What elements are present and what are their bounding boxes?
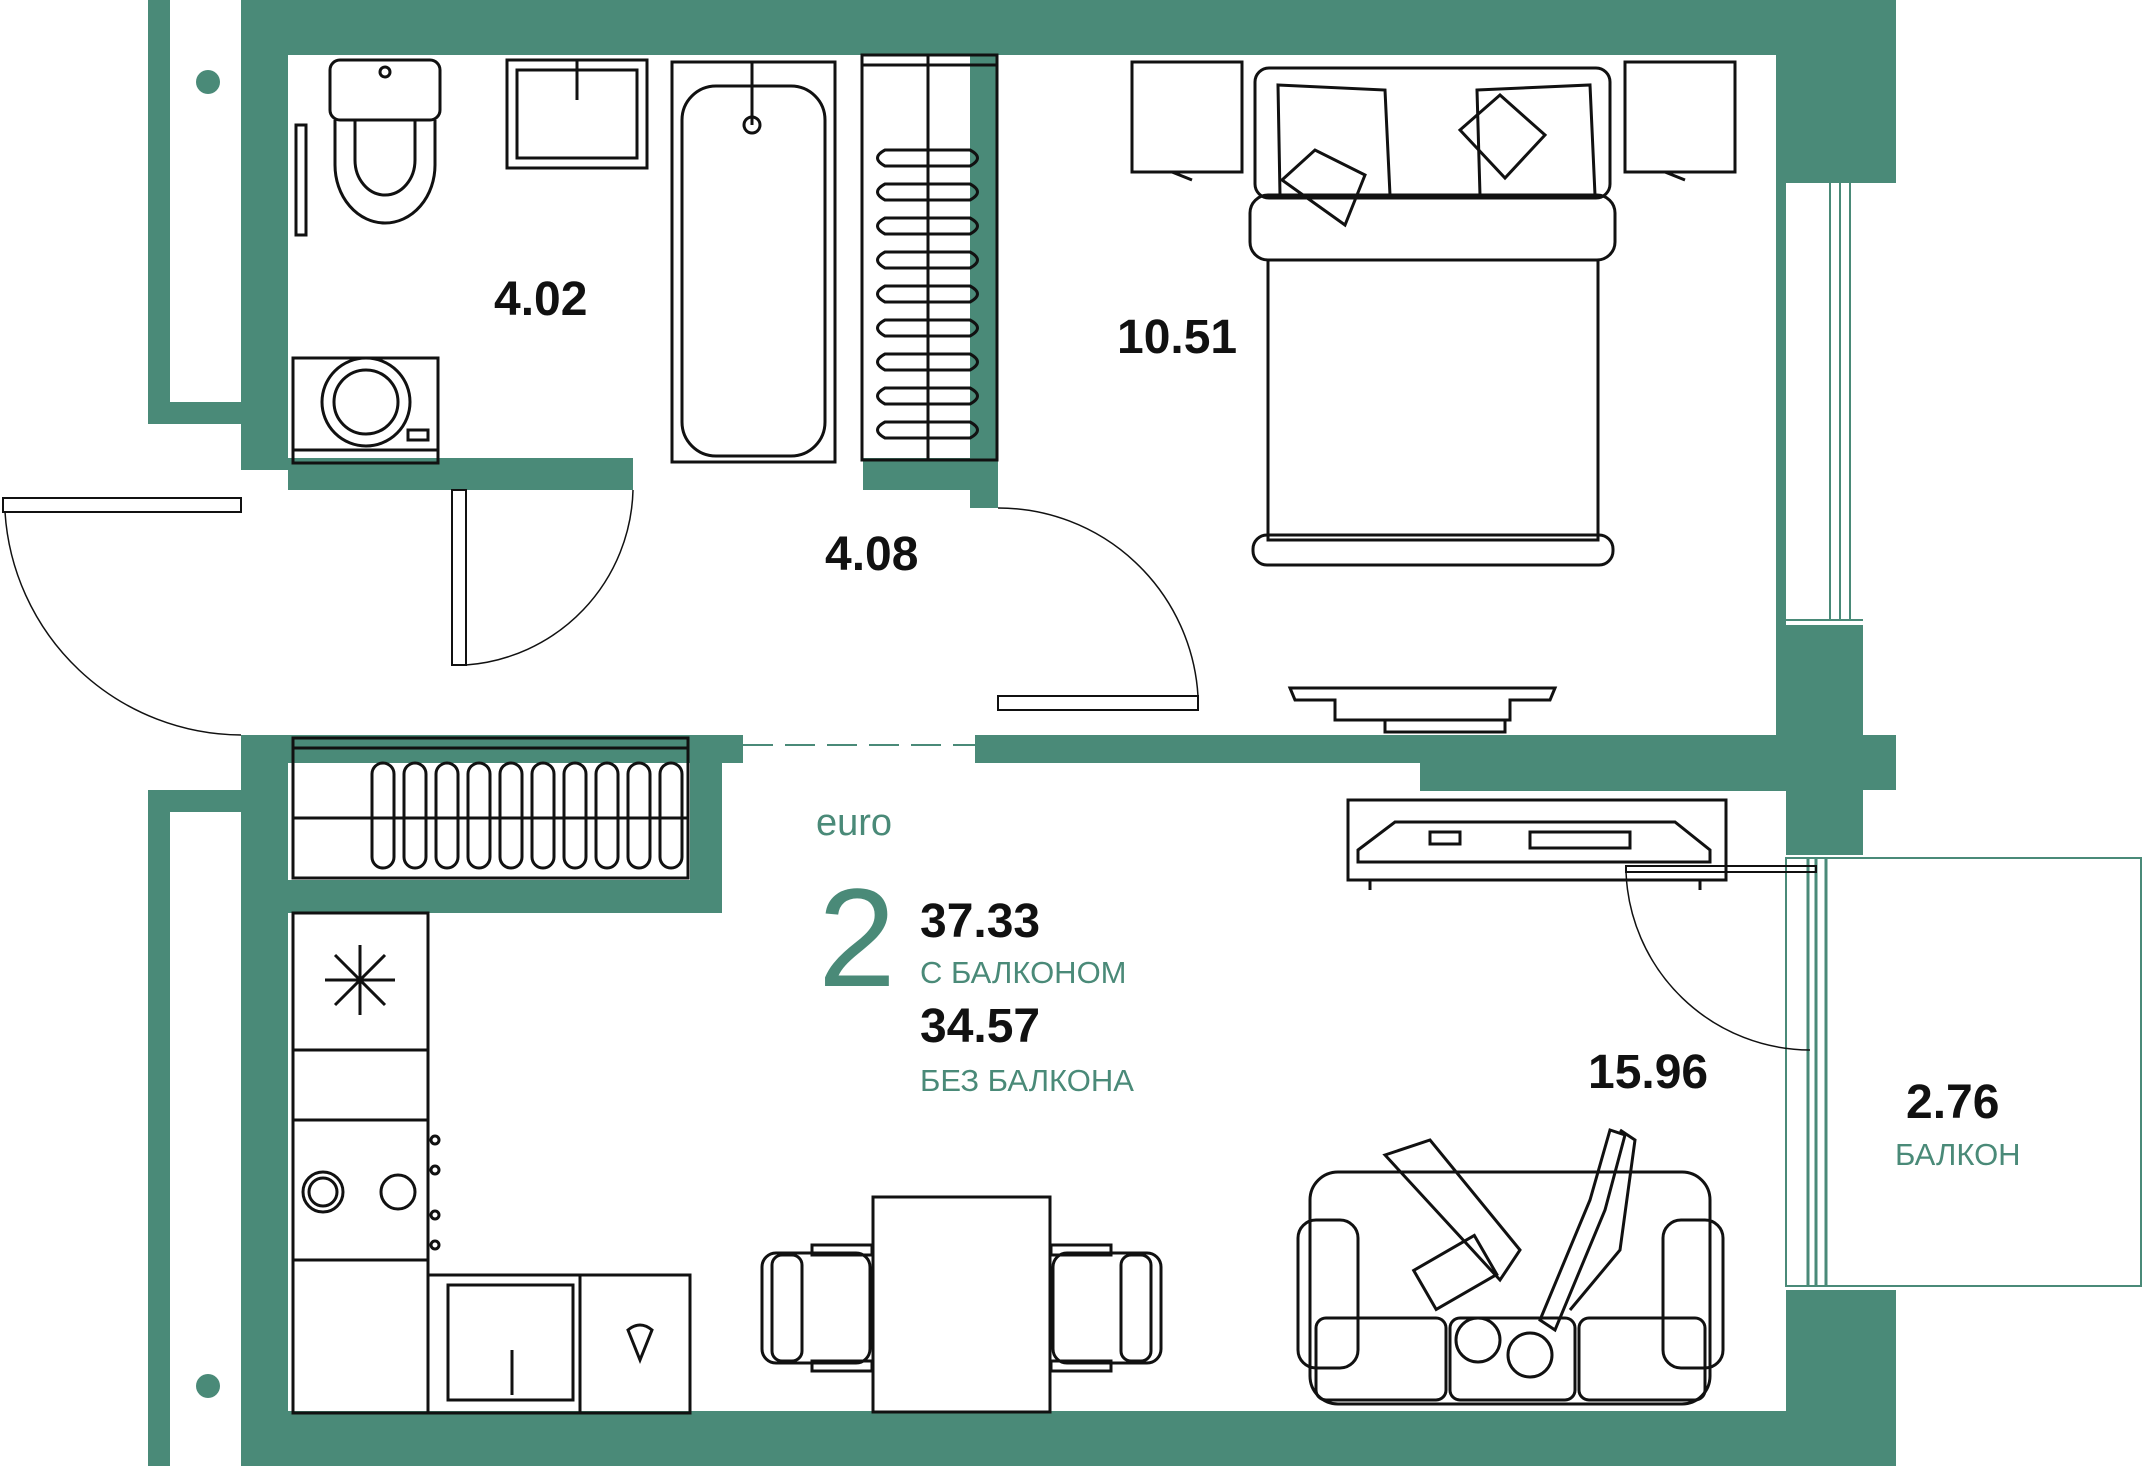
sofa-with-people-icon: [1296, 1128, 1725, 1406]
washing-machine-icon: [291, 356, 440, 465]
area-without-balcony: 34.57: [920, 1000, 1040, 1053]
living-area: 15.96: [1588, 1046, 1708, 1099]
cooktop-icon: [301, 1134, 441, 1251]
with-balcony-label: С БАЛКОНОМ: [920, 955, 1127, 990]
bedroom-area: 10.51: [1117, 311, 1237, 364]
wall-marker-dot: [196, 70, 220, 94]
wall-marker-dot: [196, 1374, 220, 1398]
towel-radiator-icon: [860, 53, 999, 462]
tv-stand-bedroom-icon: [1287, 686, 1558, 734]
rooms-count: 2: [818, 859, 896, 1016]
window-bedroom: [1786, 174, 1863, 621]
without-balcony-label: БЕЗ БАЛКОНА: [920, 1063, 1134, 1098]
double-bed-icon: [1130, 60, 1737, 567]
walls: [148, 0, 1896, 1466]
kitchen-counter: [291, 911, 692, 1415]
bathroom-area: 4.02: [494, 273, 587, 326]
hallway-area: 4.08: [825, 528, 918, 581]
kitchen-sink-icon: [446, 1283, 654, 1402]
toilet-icon: [294, 58, 442, 237]
apartment-type: euro: [816, 802, 892, 844]
bathtub-icon: [670, 60, 837, 464]
closet-icon: [291, 736, 690, 880]
balcony: [1785, 857, 2142, 1287]
balcony-area: 2.76: [1906, 1076, 1999, 1129]
bathroom-sink-icon: [505, 58, 649, 170]
doors: [2, 489, 1817, 1051]
balcony-label: БАЛКОН: [1895, 1137, 2021, 1172]
dining-table-icon: [760, 1195, 1163, 1414]
tv-icon: [1346, 798, 1728, 890]
snowflake-icon: [325, 945, 395, 1015]
area-with-balcony: 37.33: [920, 895, 1040, 948]
